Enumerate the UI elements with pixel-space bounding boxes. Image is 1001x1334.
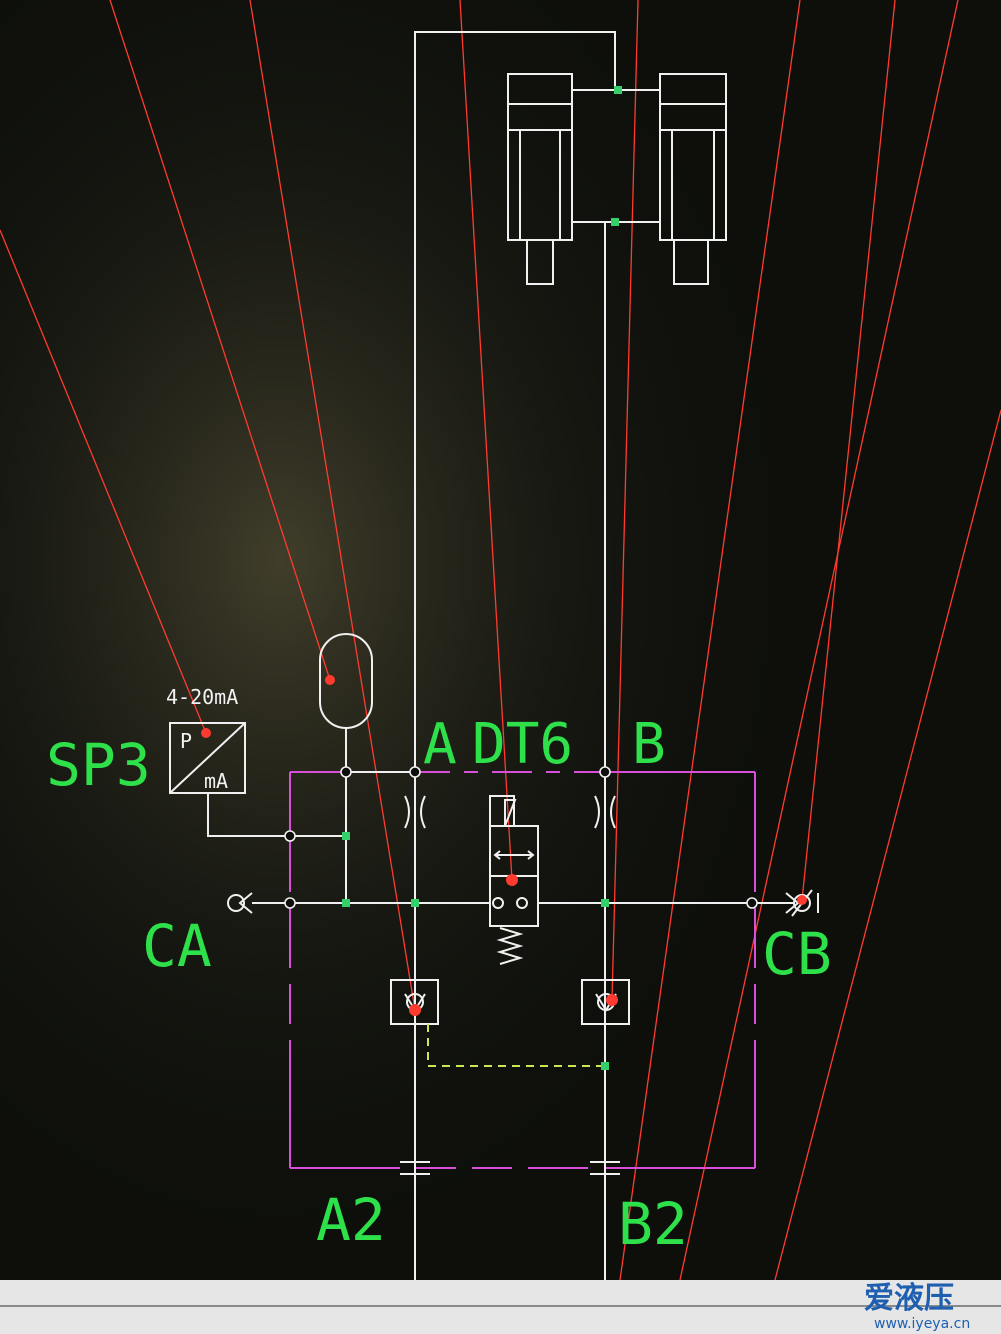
- watermark-brand: 爱液压: [864, 1281, 954, 1316]
- label-a2: A2: [316, 1186, 386, 1254]
- check-valve-ca: [227, 892, 253, 914]
- pilot-line: [427, 1024, 605, 1067]
- watermark: 爱液压 www.iyeya.cn: [864, 1281, 970, 1332]
- cylinder-left: [507, 73, 573, 285]
- label-sp3: SP3: [46, 731, 151, 799]
- label-a: A: [423, 712, 457, 777]
- orifice-a: [404, 795, 426, 829]
- label-ca: CA: [142, 912, 212, 980]
- label-b2: B2: [618, 1190, 688, 1258]
- orifice-b: [594, 795, 616, 829]
- pilot-check-valve-b: [581, 979, 630, 1025]
- label-p: P: [180, 729, 192, 753]
- label-ma-range: 4-20mA: [166, 685, 238, 709]
- label-ma: mA: [204, 769, 228, 793]
- check-valve-cb: [752, 889, 819, 917]
- red-leader-lines: [0, 0, 1001, 1281]
- label-cb: CB: [762, 920, 832, 988]
- watermark-url: www.iyeya.cn: [874, 1316, 970, 1332]
- pilot-check-valve-a: [390, 979, 439, 1025]
- cylinder-right: [659, 73, 727, 285]
- port-b2-symbol: [590, 1161, 620, 1175]
- port-a2-symbol: [400, 1161, 430, 1175]
- solenoid-valve-dt6: [489, 795, 539, 965]
- label-dt6: DT6: [472, 712, 573, 777]
- accumulator: [319, 633, 373, 729]
- junction-markers: [284, 766, 758, 909]
- label-b: B: [632, 712, 666, 777]
- pressure-transducer: [169, 722, 246, 794]
- junction-dots: [342, 86, 622, 1070]
